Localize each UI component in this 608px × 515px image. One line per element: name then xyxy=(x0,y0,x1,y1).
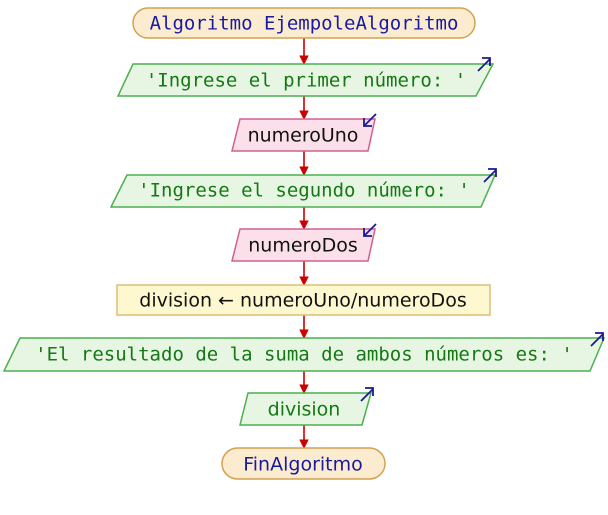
input-step-1[interactable]: numeroUno xyxy=(231,113,377,152)
output-step-3[interactable]: 'El resultado de la suma de ambos número… xyxy=(2,332,606,372)
end-label: FinAlgoritmo xyxy=(243,454,363,476)
input-step-2[interactable]: numeroDos xyxy=(231,223,377,262)
start-terminal[interactable]: Algoritmo EjempoleAlgoritmo xyxy=(132,7,476,39)
output-arrow-icon xyxy=(590,332,604,347)
output-step-2[interactable]: 'Ingrese el segundo número: ' xyxy=(109,168,497,208)
output-text-2: 'Ingrese el segundo número: ' xyxy=(138,180,470,202)
output-step-1[interactable]: 'Ingrese el primer número: ' xyxy=(116,57,495,97)
output-text-4: division xyxy=(268,399,341,421)
input-arrow-icon xyxy=(363,113,377,127)
output-arrow-icon xyxy=(483,168,497,183)
output-text-3: 'El resultado de la suma de ambos número… xyxy=(35,344,573,366)
input-arrow-icon xyxy=(363,223,377,237)
output-text-1: 'Ingrese el primer número: ' xyxy=(146,70,466,92)
start-label: Algoritmo EjempoleAlgoritmo xyxy=(150,13,459,35)
output-step-4[interactable]: division xyxy=(239,387,374,426)
input-text-2: numeroDos xyxy=(248,235,357,257)
output-arrow-icon xyxy=(477,57,491,72)
input-text-1: numeroUno xyxy=(248,125,359,147)
output-arrow-icon xyxy=(360,387,374,402)
end-terminal[interactable]: FinAlgoritmo xyxy=(221,447,386,480)
process-step[interactable]: division ← numeroUno/numeroDos xyxy=(116,284,491,316)
process-text: division ← numeroUno/numeroDos xyxy=(139,290,466,312)
